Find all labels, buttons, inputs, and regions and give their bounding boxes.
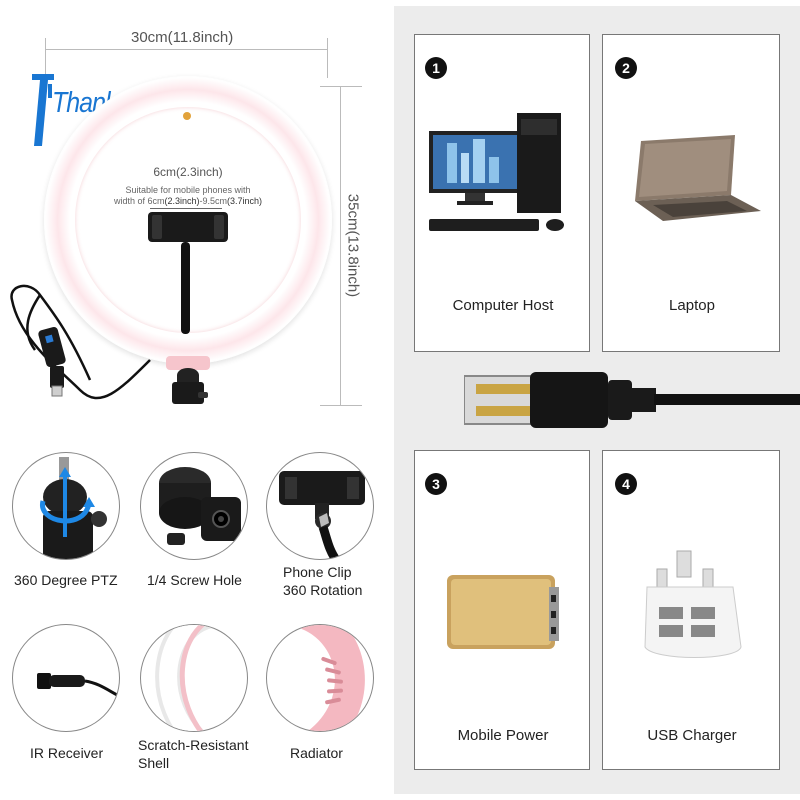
power-card-laptop: 2 Laptop [602,34,780,352]
ring-mount-knob [172,382,204,404]
feature-phone-clip-image [266,452,374,560]
brand-mark-icon [32,74,54,146]
feature-radiator-image [266,624,374,732]
card-label: USB Charger [647,727,737,744]
card-label: Mobile Power [457,727,549,744]
power-card-mobile-power: 3 Mobile Power [414,450,590,770]
power-source-panel: 1 Computer Host 2 Laptop 3 [394,6,800,794]
power-bank-icon [447,575,559,649]
feature-ptz-image [12,452,120,560]
feature-shell-label-line1: Scratch-Resistant [138,737,249,753]
usb-charger-icon [644,550,742,658]
feature-ir-receiver-label: IR Receiver [30,745,104,761]
feature-ptz-label: 360 Degree PTZ [14,572,118,588]
feature-phone-clip-label-line1: Phone Clip [283,564,352,580]
phone-clip-jaw-right [214,215,224,239]
card-label: Computer Host [452,297,554,314]
feature-shell-label: Scratch-Resistant Shell [138,736,248,772]
ring-mount-screw [198,392,208,398]
phone-clip-jaw-left [152,215,162,239]
height-dimension-tick-top [320,86,362,87]
width-dimension-line [45,49,328,50]
card-label: Laptop [669,297,715,314]
phone-clip-icon [279,471,365,559]
height-dimension-tick-bottom [320,405,362,406]
feature-shell-image [140,624,248,732]
ring-top-indicator [183,112,191,120]
width-dimension-label: 30cm(11.8inch) [127,29,238,46]
feature-screw-hole-label: 1/4 Screw Hole [147,572,242,588]
feature-phone-clip-label-line2: 360 Rotation [283,582,363,598]
usb-plug-icon [464,372,800,428]
card-number-badge: 4 [615,473,637,495]
height-dimension-label: 35cm(13.8inch) [344,180,362,311]
height-dimension-line [340,86,341,406]
feature-radiator-label: Radiator [290,745,343,761]
clip-size-label: 6cm(2.3inch) [153,165,223,179]
laptop-icon [635,135,761,221]
feature-screw-hole-image [140,452,248,560]
width-dimension-tick-left [45,38,46,78]
desktop-computer-icon [429,113,564,231]
clip-compat-note-line1: Suitable for mobile phones with [125,185,251,195]
radiator-icon [300,625,365,731]
usb-cable-icon [10,284,151,400]
screw-hole-icon [159,467,241,545]
card-number-badge: 3 [425,473,447,495]
card-number-badge: 1 [425,57,447,79]
clip-compat-note: Suitable for mobile phones with width of… [100,185,276,207]
ring-light-product: 30cm(11.8inch) 35cm(13.8inch) ThanksBuye… [0,0,390,430]
gooseneck [181,242,190,334]
ring-base-housing [166,356,210,370]
ring-ball-head [177,368,199,382]
feature-ir-receiver-image [12,624,120,732]
power-card-computer-host: 1 Computer Host [414,34,590,352]
feature-phone-clip-label: Phone Clip 360 Rotation [283,563,362,599]
ir-receiver-icon [37,673,119,698]
feature-shell-label-line2: Shell [138,755,170,771]
clip-compat-note-line2: width of 6cm(2.3inch)-9.5cm(3.7inch) [113,196,263,206]
card-number-badge: 2 [615,57,637,79]
width-dimension-tick-right [327,38,328,78]
ptz-mount-icon [40,457,107,559]
clip-width-arrow [150,208,222,209]
shell-segment-icon [155,625,215,731]
power-card-usb-charger: 4 USB Charger [602,450,780,770]
